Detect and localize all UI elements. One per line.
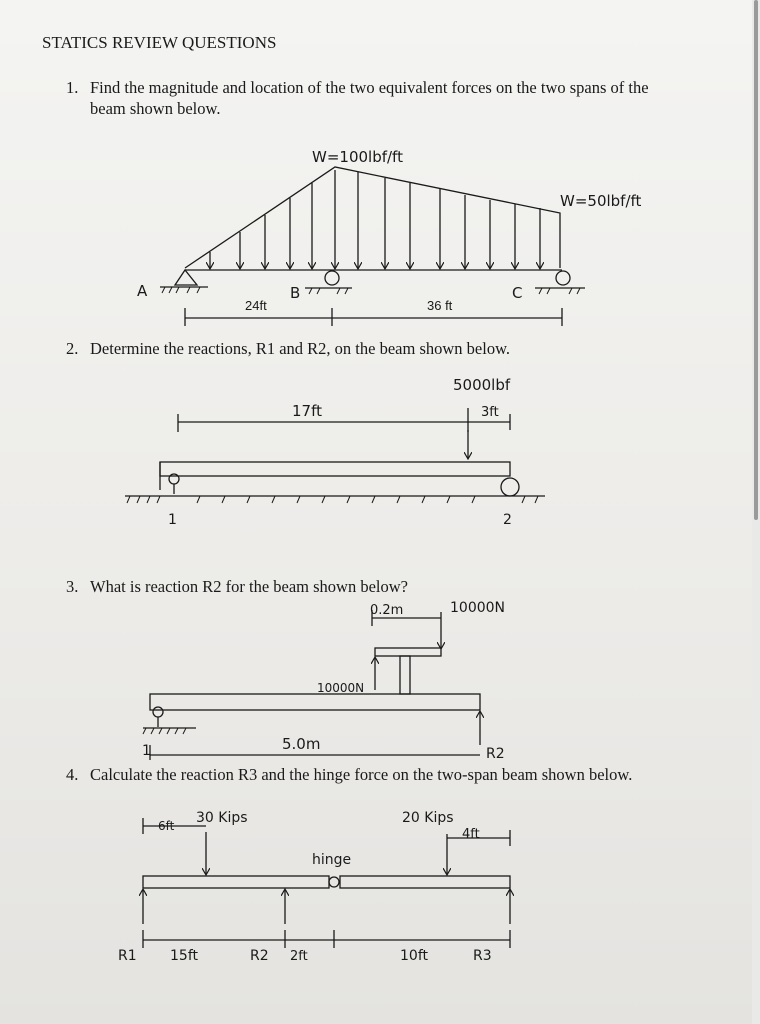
figure-4 [143, 818, 510, 948]
fig4-beam-left [142, 875, 330, 889]
fig3-support-1-label: 1 [142, 743, 151, 759]
fig3-left-load-label: 10000N [317, 681, 364, 695]
fig4-hinge-label: hinge [312, 852, 351, 868]
fig4-left-offset-label: 6ft [158, 819, 175, 833]
fig4-right-load-label: 20 Kips [402, 810, 454, 826]
fig3-top-load-label: 10000N [450, 600, 505, 616]
fig4-r1-label: R1 [118, 948, 137, 964]
fig1-span-ab-label: 24ft [245, 298, 267, 313]
fig4-dim-10-label: 10ft [400, 948, 428, 964]
fig4-dim-15-label: 15ft [170, 948, 198, 964]
question-1-number: 1. [66, 78, 79, 97]
fig1-end-load-label: W=50lbf/ft [560, 192, 642, 210]
question-2: 2. Determine the reactions, R1 and R2, on… [66, 338, 510, 359]
question-4-number: 4. [66, 765, 79, 784]
question-4: 4. Calculate the reaction R3 and the hing… [66, 764, 632, 785]
fig1-support-a-label: A [137, 282, 148, 300]
fig3-r2-label: R2 [486, 746, 505, 762]
page-title: STATICS REVIEW QUESTIONS [42, 33, 277, 52]
fig4-right-offset-label: 4ft [462, 827, 480, 842]
fig2-support-2-roller [500, 477, 520, 497]
question-2-text: Determine the reactions, R1 and R2, on t… [90, 339, 511, 358]
figure-2 [125, 408, 545, 504]
question-3-text: What is reaction R2 for the beam shown b… [90, 577, 408, 596]
fig1-support-c-roller [555, 270, 571, 286]
question-3: 3. What is reaction R2 for the beam shown… [66, 576, 408, 597]
fig3-bracket-post [399, 655, 411, 695]
fig2-load-label: 5000lbf [453, 376, 511, 394]
fig4-dim-2-label: 2ft [290, 949, 308, 964]
fig1-load-envelope [184, 166, 561, 269]
fig3-offset-label: 0.2m [370, 603, 403, 618]
fig4-beam-right [339, 875, 511, 889]
fig2-beam [159, 461, 511, 477]
fig3-beam [149, 693, 481, 711]
question-3-number: 3. [66, 577, 79, 596]
question-1-text-line1: Find the magnitude and location of the t… [90, 78, 649, 97]
fig3-bracket-top [374, 647, 442, 657]
fig1-support-b-roller [324, 270, 340, 286]
question-1-text-line2: beam shown below. [90, 99, 221, 118]
fig2-offset-label: 3ft [481, 405, 499, 420]
fig1-span-bc-label: 36 ft [427, 298, 453, 313]
fig3-support-1-pin [152, 706, 164, 718]
scrollbar[interactable] [754, 0, 758, 520]
fig1-load-arrows [210, 170, 540, 268]
fig3-length-label: 5.0m [282, 735, 320, 753]
question-1: 1. Find the magnitude and location of the… [66, 77, 649, 119]
fig1-support-b-label: B [290, 284, 300, 302]
fig4-r2-label: R2 [250, 948, 269, 964]
fig1-ground-hatch [161, 286, 581, 295]
figure-3 [142, 610, 481, 760]
fig4-hinge [328, 876, 340, 888]
fig4-left-load-label: 30 Kips [196, 810, 248, 826]
fig1-peak-load-label: W=100lbf/ft [312, 148, 403, 166]
fig4-r3-label: R3 [473, 948, 492, 964]
fig2-length-label: 17ft [292, 402, 322, 420]
figure-1 [160, 166, 585, 326]
fig1-support-c-label: C [512, 284, 522, 302]
question-2-number: 2. [66, 339, 79, 358]
fig2-support-1-label: 1 [168, 512, 177, 528]
fig1-support-a-pin [173, 268, 199, 286]
question-4-text: Calculate the reaction R3 and the hinge … [90, 765, 633, 784]
fig2-support-2-label: 2 [503, 512, 512, 528]
